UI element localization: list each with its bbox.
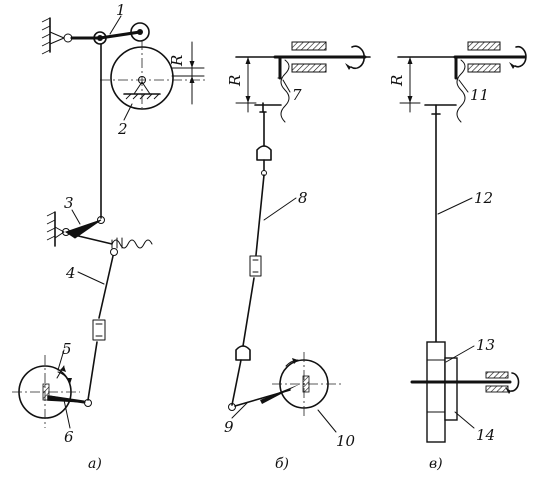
label-13: 13 [476, 336, 495, 354]
rod-8 [228, 111, 272, 411]
wall-support-mid [46, 211, 70, 247]
label-10: 10 [336, 432, 356, 450]
label-2: 2 [117, 120, 128, 138]
bearing-b [273, 41, 367, 73]
label-1: 1 [116, 1, 126, 19]
roller [130, 22, 150, 42]
rod-4 [84, 248, 118, 407]
caption-c: в) [429, 456, 443, 472]
label-14: 14 [476, 426, 495, 444]
cam-2 [100, 40, 205, 110]
scheme-c: R [388, 41, 527, 443]
dimension-r-a: R [168, 41, 205, 105]
label-7: 7 [292, 86, 302, 104]
label-5: 5 [62, 340, 72, 358]
dimension-r-c: R [388, 56, 421, 113]
label-9: 9 [224, 418, 234, 436]
label-11: 11 [470, 86, 489, 104]
label-4: 4 [65, 264, 76, 282]
shaft-c-bottom [410, 371, 520, 394]
wall-support-top-left [41, 17, 73, 55]
scheme-b: R [226, 41, 371, 418]
disk-5 [12, 355, 80, 428]
lever-3 [64, 216, 153, 249]
dim-r-label-a: R [168, 55, 186, 67]
caption-b: б) [275, 456, 289, 472]
bearing-c [453, 41, 527, 73]
dim-r-label-c: R [388, 75, 406, 87]
label-6: 6 [64, 428, 74, 446]
label-8: 8 [298, 189, 308, 207]
label-12: 12 [474, 189, 493, 207]
disk-10 [272, 352, 342, 418]
label-3: 3 [64, 194, 74, 212]
crank-6 [47, 395, 86, 404]
caption-a: а) [88, 456, 102, 472]
scheme-a: R [12, 17, 205, 428]
crank-11 [424, 55, 466, 123]
gear-13 [426, 341, 446, 443]
leader-lines [57, 15, 475, 433]
gear-14 [444, 357, 458, 421]
dim-r-label-b: R [226, 75, 244, 87]
lever-1 [70, 30, 142, 45]
dimension-r-b: R [226, 56, 257, 113]
crank-7 [254, 55, 290, 123]
